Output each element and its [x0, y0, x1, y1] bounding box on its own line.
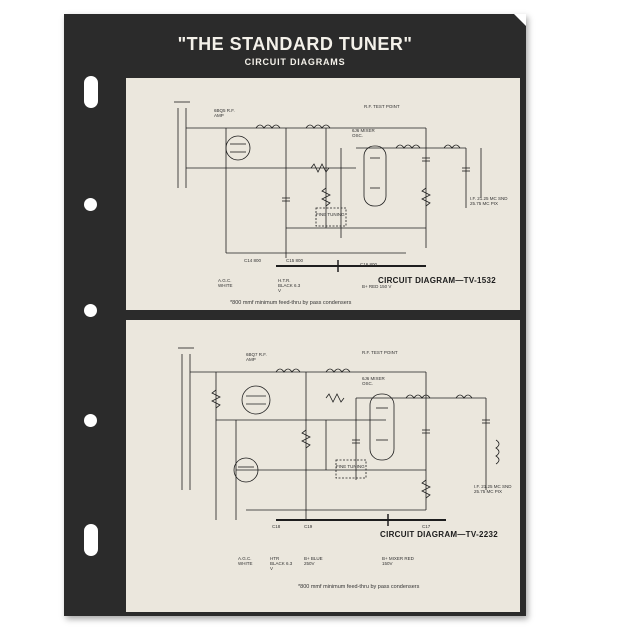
label-bplus-mixer-2: B+ MIXER RED 150V	[382, 556, 414, 566]
diagram-2-note: *800 mmf minimum feed-thru by pass conde…	[298, 584, 420, 590]
label-rf-test-point-1: R.F. TEST POINT	[364, 104, 400, 109]
label-c15: C15 800	[286, 258, 304, 263]
label-mixer-1: 6J6 MIXER OSC.	[352, 128, 375, 138]
label-rf-test-point-2: R.F. TEST POINT	[362, 350, 398, 355]
circuit-diagram-panel-2: CIRCUIT DIAGRAM—TV-2232 *800 mmf minimum…	[126, 320, 520, 612]
label-rf-amp-1: 6BQ5 R.F. AMP	[214, 108, 235, 118]
binder-slot-hole	[84, 524, 98, 556]
circuit-diagram-panel-1: CIRCUIT DIAGRAM—TV-1532 *800 mmf minimum…	[126, 78, 520, 310]
schematic-1	[174, 101, 482, 272]
label-agc-1: A.G.C. WHITE	[218, 278, 233, 288]
binder-round-hole	[84, 414, 97, 427]
label-bplus-1: B+ RED 150 V	[362, 284, 392, 289]
label-rf-amp-2: 6BQ7 R.F. AMP	[246, 352, 267, 362]
binder-round-hole	[84, 304, 97, 317]
label-c16: C16 800	[360, 262, 378, 267]
page-subtitle: CIRCUIT DIAGRAMS	[244, 57, 346, 67]
label-agc-2: A.G.C. WHITE	[238, 556, 253, 566]
tuner-sheet: "THE STANDARD TUNER" CIRCUIT DIAGRAMS	[64, 14, 526, 616]
label-fine-tuning-2: FINE TUNING	[336, 464, 365, 469]
diagram-1-note: *800 mmf minimum feed-thru by pass conde…	[230, 300, 352, 306]
label-if-out-1: I.F. 21.25 MC SND 25.75 MC PIX	[470, 196, 508, 206]
binder-slot-hole	[84, 76, 98, 108]
label-c17: C17	[422, 524, 431, 529]
schematic-2	[178, 347, 500, 526]
label-c18: C18	[272, 524, 281, 529]
label-htr-2: HTR BLACK 6.3 V	[270, 556, 293, 571]
label-fine-tuning-1: FINE TUNING	[316, 212, 345, 217]
page-title: "THE STANDARD TUNER"	[177, 34, 413, 54]
label-c19: C19	[304, 524, 313, 529]
binder-round-hole	[84, 198, 97, 211]
diagram-2-caption: CIRCUIT DIAGRAM—TV-2232	[380, 530, 499, 539]
label-htr-1: H.T.R. BLACK 6.3 V	[278, 278, 301, 293]
label-mixer-2: 6J6 MIXER OSC.	[362, 376, 385, 386]
label-if-out-2: I.F. 21.25 MC SND 25.75 MC PIX	[474, 484, 512, 494]
label-c14: C14 800	[244, 258, 262, 263]
folded-corner	[514, 14, 526, 26]
diagram-1-caption: CIRCUIT DIAGRAM—TV-1532	[378, 276, 497, 285]
label-bplus-blue-2: B+ BLUE 250V	[304, 556, 323, 566]
